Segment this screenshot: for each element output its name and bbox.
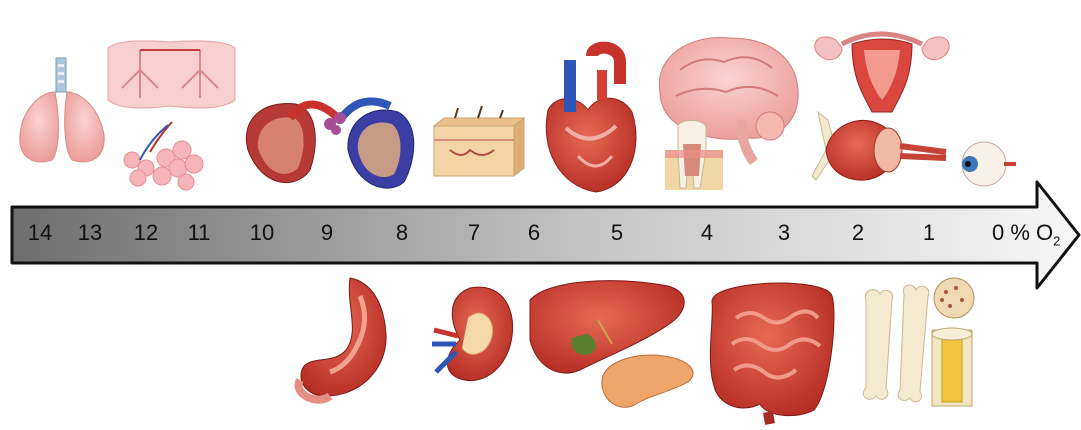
placenta-icon bbox=[246, 101, 413, 188]
stomach-icon bbox=[298, 278, 386, 400]
pancreas-icon bbox=[602, 355, 693, 407]
bone-icon bbox=[863, 285, 928, 402]
uterus-icon bbox=[815, 34, 949, 112]
muscle-icon bbox=[812, 112, 946, 180]
intestine-icon bbox=[710, 283, 834, 424]
heart-icon bbox=[546, 48, 636, 192]
kidney-icon bbox=[432, 287, 513, 381]
bone-marrow-icon bbox=[932, 278, 974, 406]
eye-icon bbox=[962, 142, 1016, 186]
oxygen-arrow bbox=[12, 182, 1079, 288]
alveoli-icon bbox=[108, 41, 235, 190]
skin-icon bbox=[434, 106, 524, 176]
lungs-icon bbox=[20, 58, 104, 162]
